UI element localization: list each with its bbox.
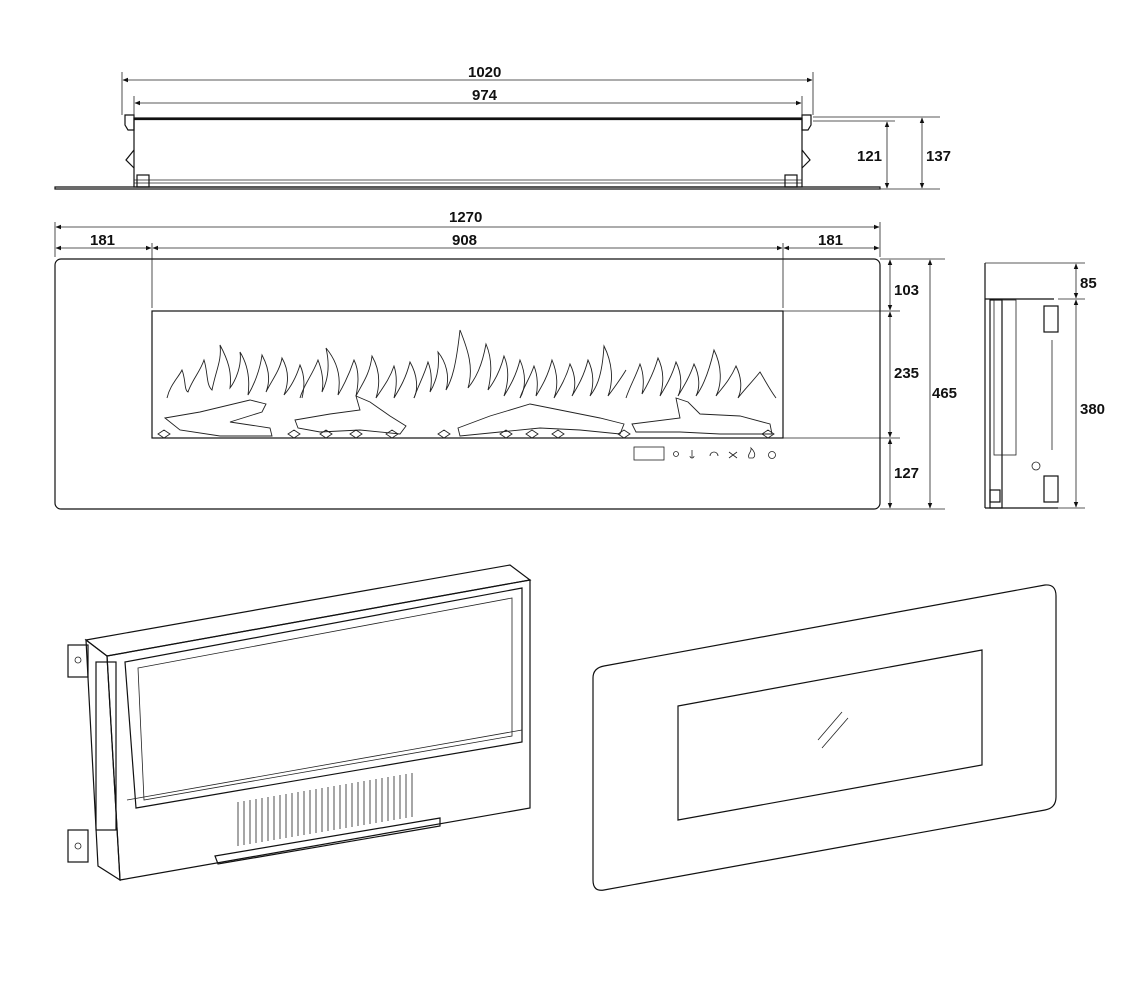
front-overall-height-label: 465 (932, 385, 957, 402)
settings-icon (728, 451, 738, 459)
top-inner-height-label: 121 (857, 148, 882, 165)
side-view: 85 380 (984, 262, 1105, 509)
power-icon (768, 451, 776, 459)
isometric-firebox (67, 564, 532, 882)
timer-icon (709, 451, 719, 457)
light-icon (673, 451, 679, 457)
isometric-glass-panel (592, 584, 1057, 891)
front-right-margin-label: 181 (818, 232, 843, 249)
flame-outline (166, 329, 777, 399)
top-view: 1020 974 121 137 (54, 64, 951, 190)
control-panel (633, 446, 776, 461)
front-overall-width-label: 1270 (449, 209, 482, 226)
front-view: 1270 181 908 181 103 235 127 465 (54, 209, 957, 510)
mount-bracket-top (67, 644, 89, 678)
log-set (163, 395, 773, 437)
vent-grille (237, 773, 413, 846)
front-left-margin-label: 181 (90, 232, 115, 249)
top-overall-width-label: 1020 (468, 64, 501, 81)
top-overall-height-label: 137 (926, 148, 951, 165)
flame-icon (748, 446, 756, 459)
heat-icon (689, 450, 695, 459)
display-window (633, 446, 665, 461)
side-body-height-label: 380 (1080, 401, 1105, 418)
top-inner-width-label: 974 (472, 87, 498, 104)
ember-row (157, 429, 775, 439)
front-window-width-label: 908 (452, 232, 477, 249)
side-top-offset-label: 85 (1080, 275, 1097, 292)
mount-bracket-bottom (67, 829, 89, 863)
front-window-height-label: 235 (894, 365, 919, 382)
front-bottom-margin-label: 127 (894, 465, 919, 482)
front-top-margin-label: 103 (894, 282, 919, 299)
